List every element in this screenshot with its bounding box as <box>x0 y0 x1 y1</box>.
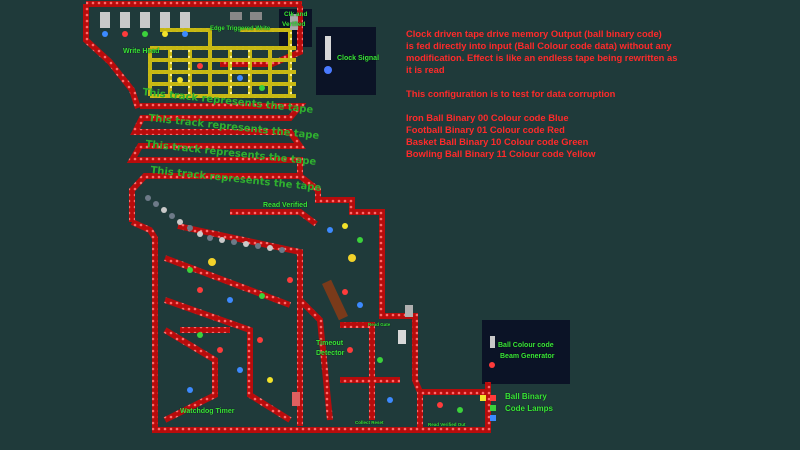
code-bowling-ball: Bowling Ball Binary 11 Colour code Yello… <box>406 148 596 159</box>
lamps-label-2: Code Lamps <box>505 404 554 413</box>
code-basket-ball: Basket Ball Binary 10 Colour code Green <box>406 136 589 147</box>
code-iron-ball: Iron Ball Binary 00 Colour code Blue <box>406 112 569 123</box>
track-frame <box>83 1 491 433</box>
tape-balls <box>145 195 285 253</box>
read-verified-label: Read Verified <box>263 202 308 209</box>
watchdog-label: Watchdog Timer <box>180 408 235 415</box>
timeout-label-2: Detector <box>316 350 345 357</box>
timeout-label-1: Timeout <box>316 340 344 347</box>
collect-reset-label: Collect Reset <box>355 420 384 425</box>
edge-triggered-label: Edge Triggered Write <box>210 26 271 32</box>
clk-verified-label-1: Clk and <box>284 11 308 18</box>
test-note: This configuration is to test for data c… <box>406 88 616 99</box>
lamps-label-1: Ball Binary <box>505 392 547 401</box>
code-football: Football Binary 01 Colour code Red <box>406 124 565 135</box>
description-line-1: Clock driven tape drive memory Output (b… <box>406 28 662 39</box>
description-line-4: it is read <box>406 64 445 75</box>
description-line-2: is fed directly into input (Ball Colour … <box>406 40 672 51</box>
clk-verified-label-2: Verified <box>282 21 306 28</box>
beam-generator-panel <box>482 320 570 384</box>
write-logic-grid <box>148 28 296 98</box>
write-head-label: Write Head <box>123 48 160 55</box>
description-line-3: modification. Effect is like an endless … <box>406 52 678 63</box>
read-verified-out-label: Read Verified Out <box>428 422 466 427</box>
description-block: Clock driven tape drive memory Output (b… <box>406 28 736 160</box>
machine-parts <box>187 223 496 421</box>
write-head-components <box>100 12 332 91</box>
read-gate-label: Read Gate <box>368 322 391 327</box>
beam-label-1: Ball Colour code <box>498 342 554 349</box>
beam-label-2: Beam Generator <box>500 353 555 360</box>
clock-signal-label: Clock Signal <box>337 55 380 62</box>
